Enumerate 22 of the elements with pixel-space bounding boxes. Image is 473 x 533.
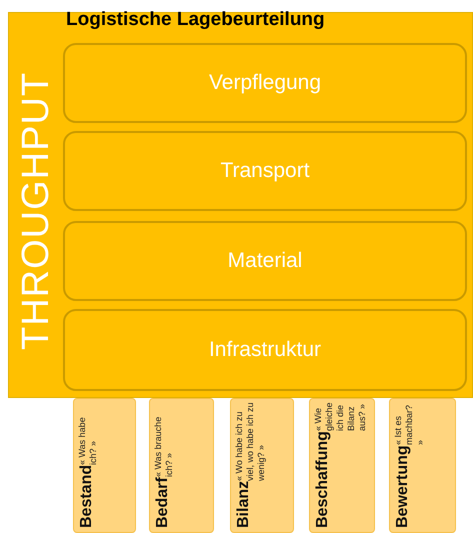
column-strip xyxy=(309,398,375,533)
column-strip xyxy=(230,398,294,533)
column-heading: Bestand xyxy=(77,464,96,528)
column-strip xyxy=(149,398,214,533)
column-heading: Bewertung xyxy=(393,445,412,528)
column-heading: Bedarf xyxy=(153,477,172,528)
column-question: « Wie gleiche ich die Bilanz aus? » xyxy=(313,402,368,432)
column-heading: Beschaffung xyxy=(313,431,332,528)
vertical-label: THROUGHPUT xyxy=(15,70,58,352)
column-question: « Ist es machbar? » xyxy=(393,404,426,446)
column-question: « Was brauche ich? » xyxy=(153,416,175,478)
column-question: « Was habe ich? » xyxy=(77,416,99,465)
category-bar: Infrastruktur xyxy=(63,309,467,391)
outer-panel xyxy=(8,12,473,398)
column-strip xyxy=(73,398,136,533)
column-question: « Wo habe ich zu viel, wo habe ich zu wenig? » xyxy=(234,402,267,481)
column-strip xyxy=(389,398,456,533)
category-bar: Material xyxy=(63,221,467,301)
category-bar: Verpflegung xyxy=(63,43,467,123)
category-bar: Transport xyxy=(63,131,467,211)
title: Logistische Lagebeurteilung xyxy=(66,9,325,31)
column-heading: Bilanz xyxy=(234,480,252,528)
